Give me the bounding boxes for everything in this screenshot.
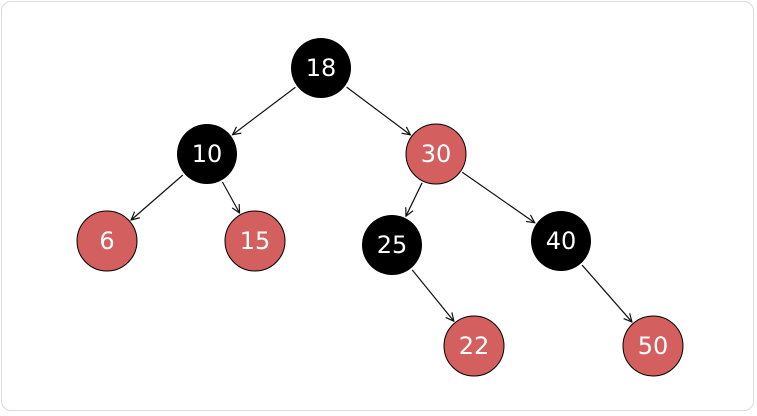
node-label: 30 <box>421 140 452 168</box>
edge-n30-n40 <box>461 171 534 222</box>
tree-node-18: 18 <box>291 38 351 98</box>
tree-node-15: 15 <box>224 210 286 272</box>
node-label: 10 <box>192 140 223 168</box>
tree-node-50: 50 <box>622 315 684 377</box>
node-circle-red <box>622 315 684 377</box>
tree-node-22: 22 <box>443 315 505 377</box>
nodes-layer: 18 10 30 6 15 25 40 22 50 <box>76 38 684 377</box>
node-circle-black <box>291 38 351 98</box>
edge-n40-n50 <box>581 264 632 322</box>
edge-n18-n10 <box>233 86 296 134</box>
tree-node-10: 10 <box>177 124 237 184</box>
node-label: 50 <box>638 332 669 360</box>
edge-n30-n25 <box>406 182 423 216</box>
tree-node-25: 25 <box>362 215 422 275</box>
node-circle-red <box>443 315 505 377</box>
edge-n10-n6 <box>131 174 184 220</box>
edge-n18-n30 <box>346 86 411 135</box>
node-circle-red <box>76 210 138 272</box>
tree-node-40: 40 <box>531 211 591 271</box>
edges-layer <box>131 86 632 322</box>
tree-node-6: 6 <box>76 210 138 272</box>
edge-n10-n15 <box>221 181 239 213</box>
node-circle-black <box>531 211 591 271</box>
node-circle-red <box>405 123 467 185</box>
node-label: 25 <box>377 231 408 259</box>
node-label: 15 <box>240 227 271 255</box>
edge-n25-n22 <box>411 269 454 321</box>
node-circle-red <box>224 210 286 272</box>
node-label: 40 <box>546 227 577 255</box>
node-circle-black <box>362 215 422 275</box>
node-label: 22 <box>459 332 490 360</box>
tree-node-30: 30 <box>405 123 467 185</box>
node-circle-black <box>177 124 237 184</box>
node-label: 6 <box>99 227 114 255</box>
node-label: 18 <box>306 54 337 82</box>
